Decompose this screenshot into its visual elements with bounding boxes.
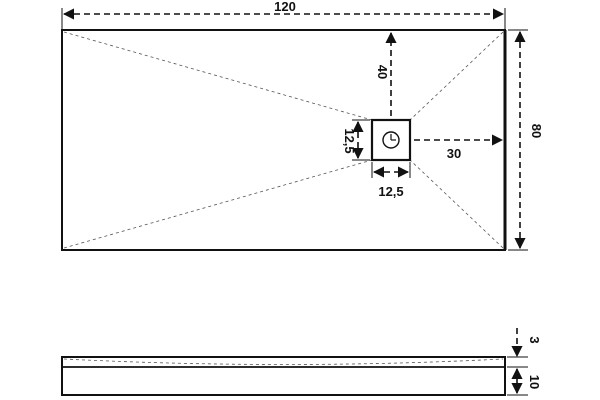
fall-line-bottom-left xyxy=(63,159,373,249)
drain-width-label: 12,5 xyxy=(378,184,403,199)
top-view: 120 80 40 30 12,5 12,5 xyxy=(61,0,544,251)
slope-label: 3 xyxy=(527,336,542,343)
depth-label: 80 xyxy=(529,124,544,138)
width-label: 120 xyxy=(274,0,296,14)
drain-right-offset-label: 30 xyxy=(447,146,461,161)
tray-side-slope-curve xyxy=(63,358,504,365)
drain-height-label: 12,5 xyxy=(342,128,357,153)
fall-line-top-right xyxy=(409,31,504,121)
fall-line-bottom-right xyxy=(409,159,504,249)
fall-line-top-left xyxy=(63,31,373,121)
tray-side-outline xyxy=(61,356,506,396)
thickness-label: 10 xyxy=(527,375,542,389)
drain-top-offset-label: 40 xyxy=(375,65,390,79)
side-view: 3 10 xyxy=(61,328,542,396)
